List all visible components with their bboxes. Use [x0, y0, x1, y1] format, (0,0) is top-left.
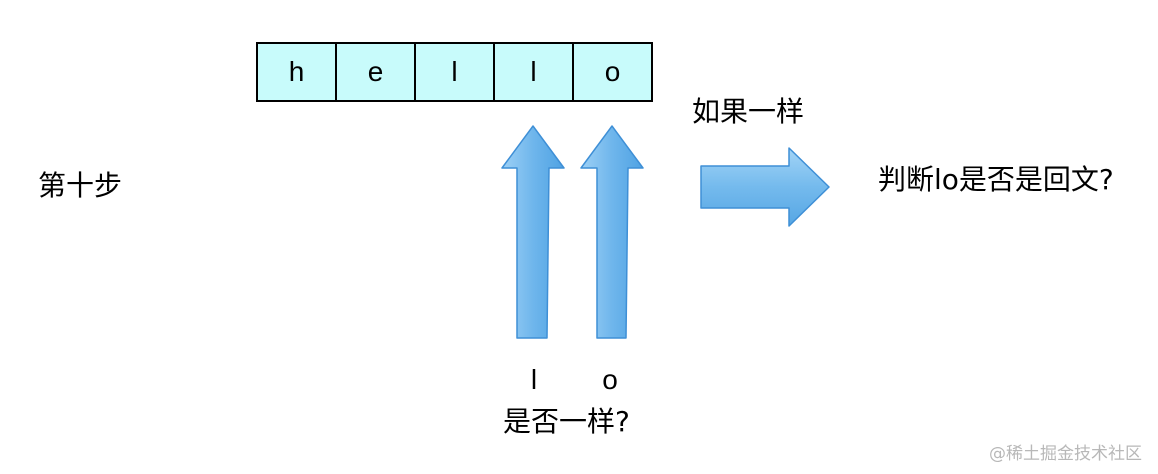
condition-label: 如果一样: [692, 95, 805, 128]
right-pointer-arrow: [580, 125, 644, 339]
result-arrow: [700, 147, 830, 227]
array-cell: h: [258, 44, 337, 100]
left-pointer-char: l: [530, 364, 538, 395]
result-label: 判断lo是否是回文?: [878, 163, 1114, 196]
array-cell: l: [416, 44, 495, 100]
left-pointer-arrow: [501, 125, 565, 339]
pointer-chars: l o: [512, 364, 632, 396]
watermark: @稀土掘金技术社区: [989, 444, 1142, 464]
right-pointer-char: o: [602, 364, 618, 395]
array-cell: l: [495, 44, 574, 100]
string-array: h e l l o: [256, 42, 653, 102]
step-label: 第十步: [38, 169, 123, 202]
compare-question: 是否一样?: [503, 405, 630, 438]
array-cell: o: [604, 56, 621, 87]
array-cell: e: [337, 44, 416, 100]
